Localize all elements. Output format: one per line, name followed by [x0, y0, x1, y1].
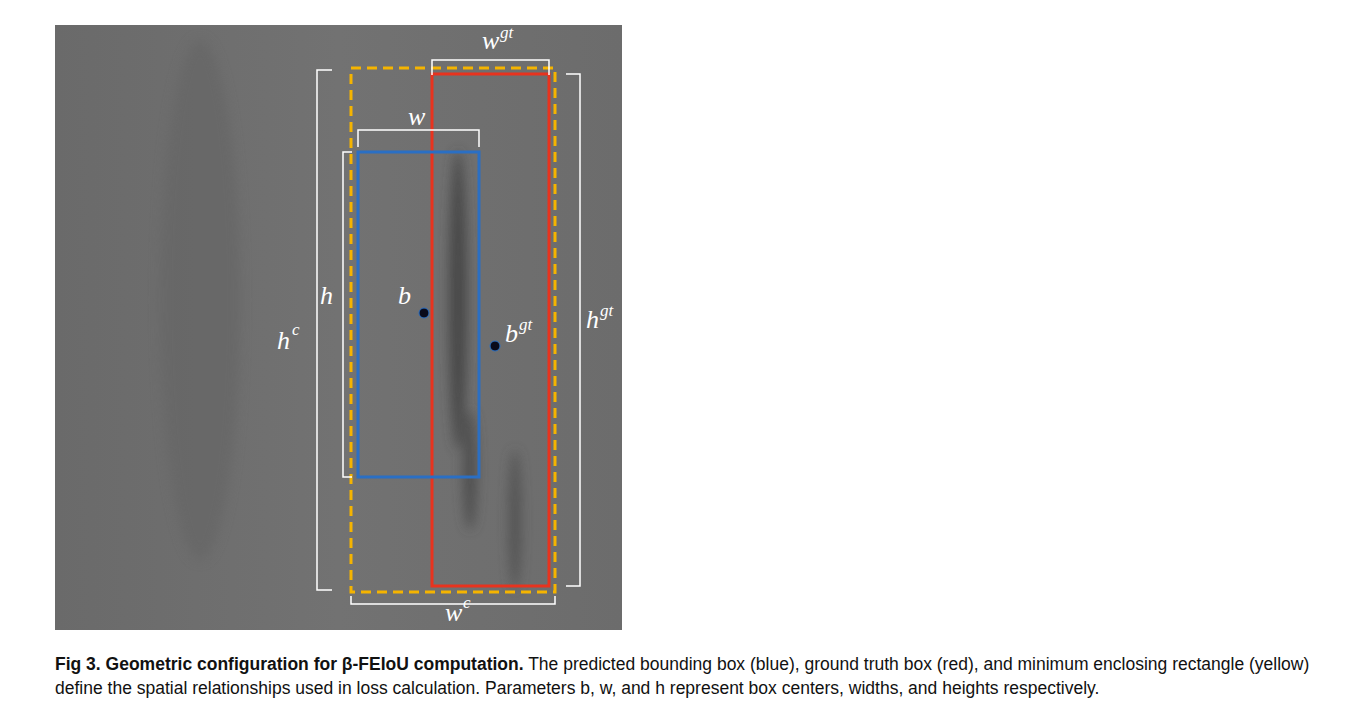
- dimension-symbol: w: [482, 28, 499, 54]
- dimension-symbol: w: [408, 104, 425, 130]
- superscript: gt: [519, 316, 532, 333]
- dark-streak: [160, 40, 521, 590]
- enclosing-rectangle: [351, 68, 555, 592]
- superscript: c: [463, 594, 471, 611]
- dimension-symbol: h: [320, 283, 333, 309]
- superscript: gt: [600, 302, 613, 319]
- predicted-box: [358, 152, 479, 477]
- dimension-symbol: h: [586, 307, 599, 333]
- sonar-image: [55, 25, 622, 630]
- figure-caption: Fig 3. Geometric configuration for β-FEI…: [55, 652, 1335, 700]
- dimension-symbol: h: [277, 328, 290, 354]
- dimension-symbol: w: [445, 600, 462, 626]
- center-point: [490, 341, 500, 351]
- center-symbol: b: [505, 321, 518, 347]
- superscript: gt: [500, 24, 513, 41]
- superscript: c: [292, 321, 300, 338]
- dimension-brackets: [317, 60, 580, 604]
- center-point: [419, 308, 429, 318]
- center-symbol: b: [398, 283, 411, 309]
